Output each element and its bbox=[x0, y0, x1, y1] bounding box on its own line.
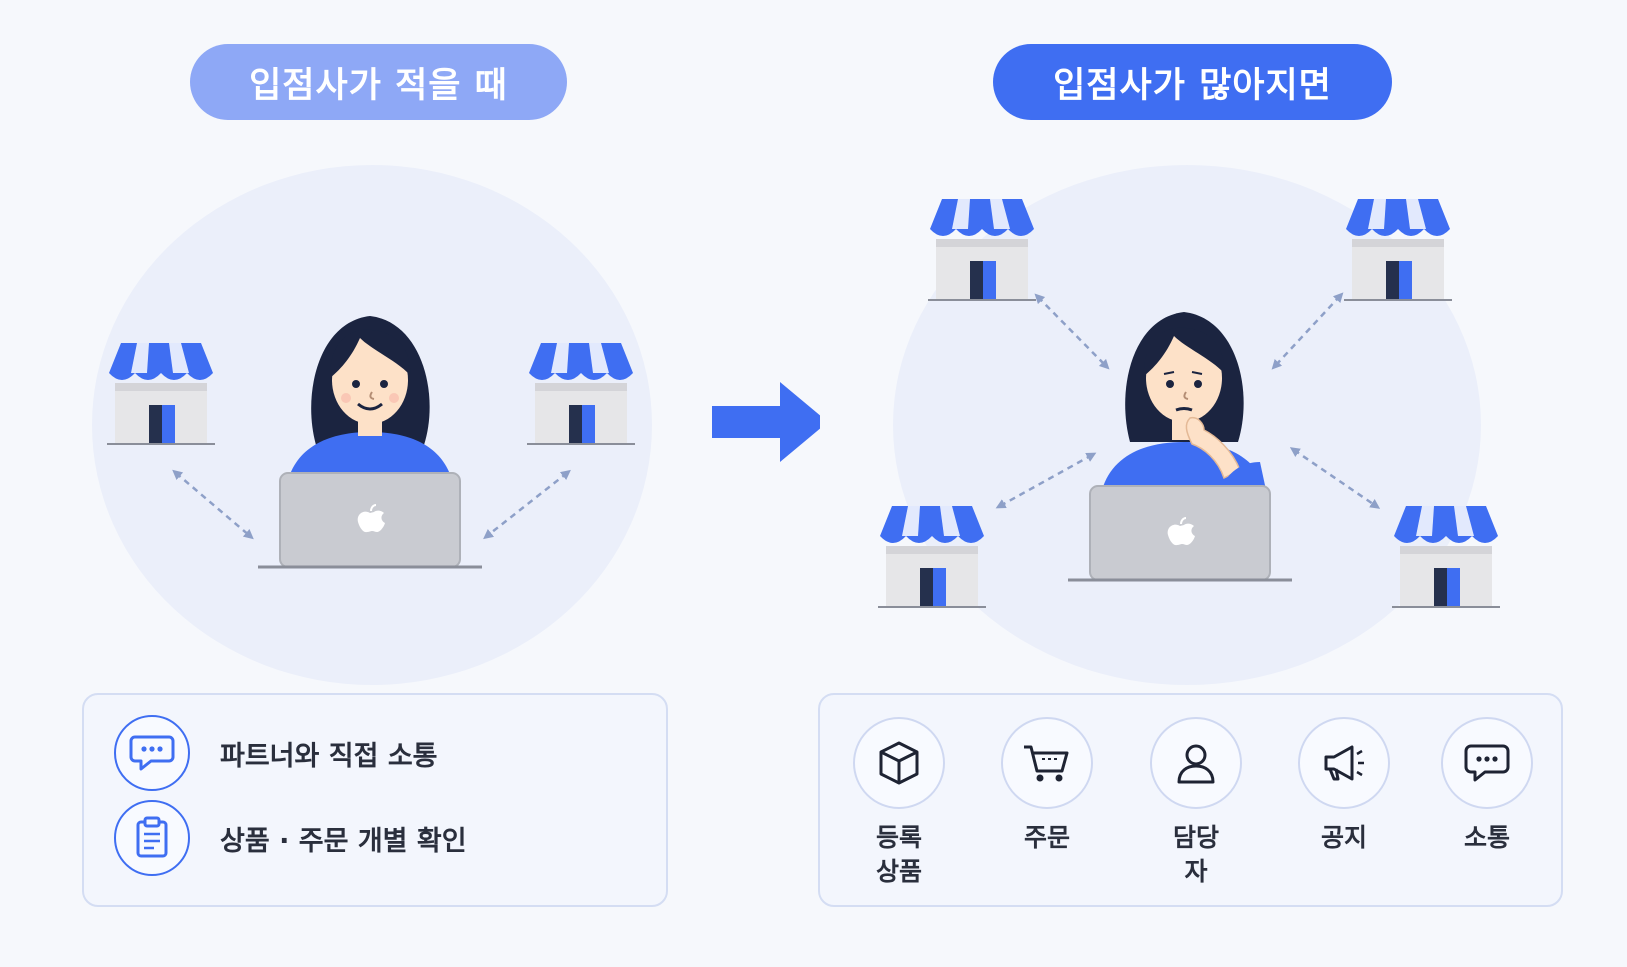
chat-icon bbox=[1441, 717, 1533, 809]
store-icon bbox=[877, 505, 987, 608]
clipboard-icon bbox=[114, 800, 190, 876]
transition-arrow bbox=[712, 382, 820, 462]
title-many-vendors: 입점사가 많아지면 bbox=[993, 44, 1392, 120]
few-vendors-panel: 파트너와 직접 소통 상품 · 주문 개별 확인 bbox=[82, 693, 668, 907]
person-icon bbox=[1150, 717, 1242, 809]
category-label: 담당자 bbox=[1172, 823, 1219, 886]
many-vendors-illustration bbox=[877, 198, 1501, 608]
cart-icon bbox=[1001, 717, 1093, 809]
category-communication: 소통 bbox=[1432, 717, 1542, 855]
category-label: 공지 bbox=[1320, 823, 1367, 852]
store-icon bbox=[106, 342, 216, 445]
box-icon bbox=[853, 717, 945, 809]
store-icon bbox=[1391, 505, 1501, 608]
product-order-check-item: 상품 · 주문 개별 확인 bbox=[114, 800, 467, 876]
store-icon bbox=[1343, 198, 1453, 301]
title-few-vendors: 입점사가 적을 때 bbox=[190, 44, 567, 120]
category-notices: 공지 bbox=[1289, 717, 1399, 855]
person-happy-icon bbox=[288, 316, 452, 480]
category-label: 주문 bbox=[1023, 823, 1070, 852]
direct-communication-item: 파트너와 직접 소통 bbox=[114, 715, 438, 791]
store-icon bbox=[526, 342, 636, 445]
few-vendors-illustration bbox=[106, 316, 820, 569]
chat-bubbles-icon bbox=[114, 715, 190, 791]
category-registered-products: 등록 상품 bbox=[844, 717, 954, 889]
connection-arrow bbox=[483, 469, 571, 540]
person-thinking-icon bbox=[1102, 312, 1266, 490]
connection-arrow bbox=[995, 452, 1097, 509]
megaphone-icon bbox=[1298, 717, 1390, 809]
item-label: 상품 · 주문 개별 확인 bbox=[220, 825, 467, 857]
laptop-icon bbox=[256, 471, 484, 569]
connection-arrow bbox=[1034, 293, 1110, 370]
category-orders: 주문 bbox=[992, 717, 1102, 855]
item-label: 파트너와 직접 소통 bbox=[220, 740, 438, 772]
many-vendors-panel: 등록 상품 주문 담당자 bbox=[818, 693, 1563, 907]
laptop-icon bbox=[1066, 484, 1294, 582]
category-label: 등록 상품 bbox=[875, 823, 922, 886]
store-icon bbox=[927, 198, 1037, 301]
connection-arrow bbox=[1289, 447, 1381, 509]
category-managers: 담당자 bbox=[1141, 717, 1251, 889]
connection-arrow bbox=[172, 469, 254, 540]
connection-arrow bbox=[1271, 292, 1344, 370]
category-label: 소통 bbox=[1463, 823, 1510, 852]
